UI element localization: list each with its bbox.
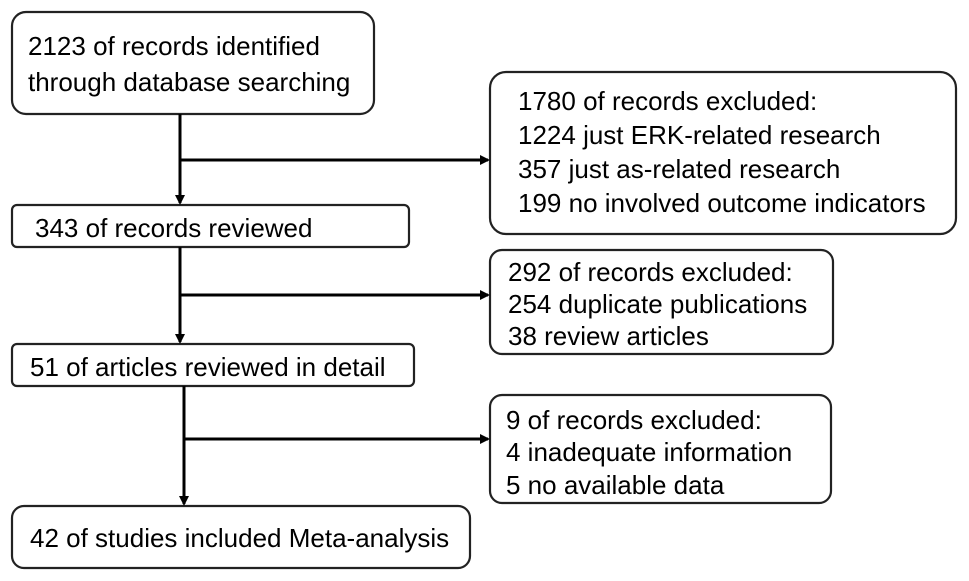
- identified-box: 2123 of records identified through datab…: [10, 10, 376, 116]
- excluded-1-line-1: 1224 just ERK-related research: [518, 120, 881, 150]
- excluded-1-line-3: 199 no involved outcome indicators: [518, 188, 926, 218]
- excluded-3-line-1: 4 inadequate information: [506, 437, 792, 467]
- excluded-3-line-2: 5 no available data: [506, 470, 725, 500]
- excluded-1-header: 1780 of records excluded:: [518, 86, 817, 116]
- excluded-3-header: 9 of records excluded:: [506, 405, 762, 435]
- included-box: 42 of studies included Meta-analysis: [10, 504, 472, 570]
- reviewed-box: 343 of records reviewed: [10, 203, 411, 249]
- excluded-box-3: 9 of records excluded: 4 inadequate info…: [488, 393, 833, 505]
- excluded-2-line-2: 38 review articles: [508, 321, 709, 351]
- excluded-2-header: 292 of records excluded:: [508, 257, 793, 287]
- reviewed-text: 343 of records reviewed: [35, 213, 312, 243]
- identified-line-2: through database searching: [28, 67, 350, 97]
- excluded-box-2: 292 of records excluded: 254 duplicate p…: [488, 248, 835, 356]
- identified-line-1: 2123 of records identified: [28, 31, 320, 61]
- excluded-box-1: 1780 of records excluded: 1224 just ERK-…: [488, 70, 958, 236]
- detail-box: 51 of articles reviewed in detail: [10, 342, 416, 388]
- included-text: 42 of studies included Meta-analysis: [30, 523, 449, 553]
- excluded-2-line-1: 254 duplicate publications: [508, 289, 807, 319]
- excluded-1-line-2: 357 just as-related research: [518, 154, 840, 184]
- detail-text: 51 of articles reviewed in detail: [30, 352, 386, 382]
